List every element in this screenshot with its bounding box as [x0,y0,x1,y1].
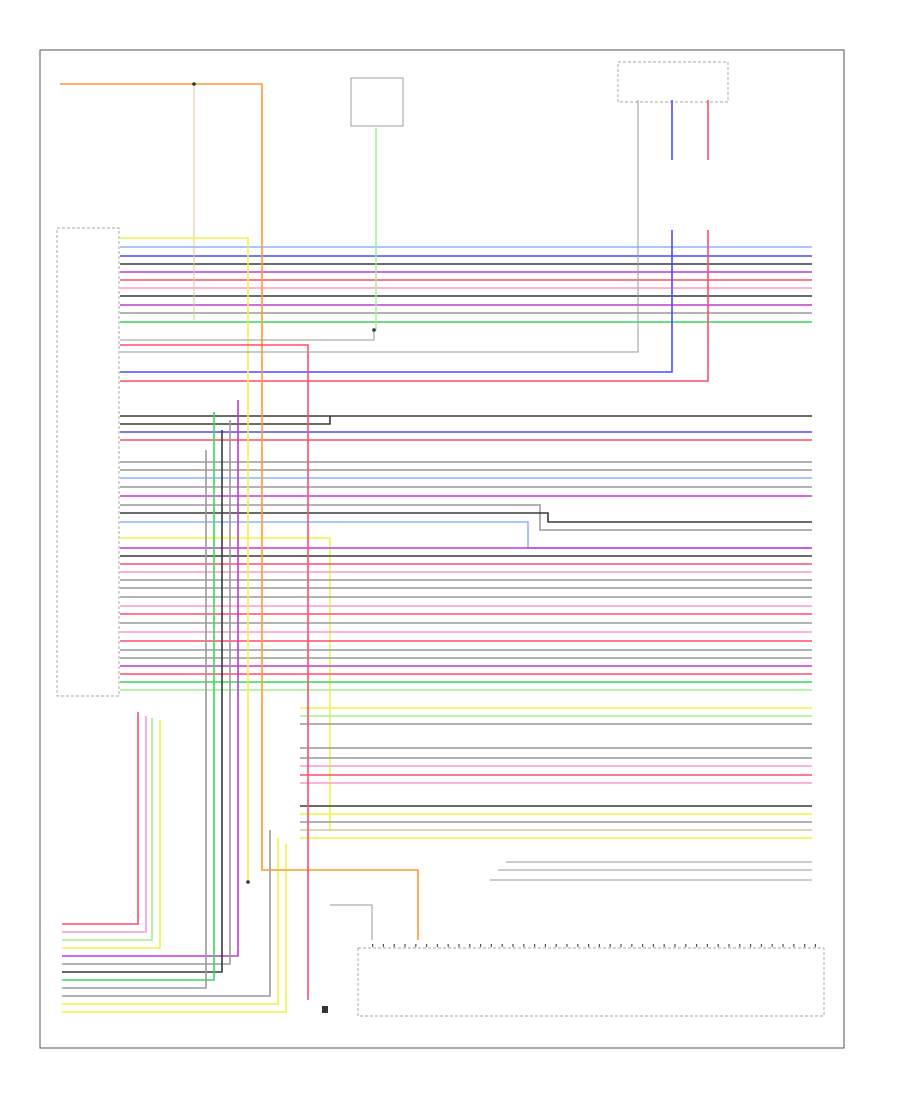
bottom-unit-pin [415,944,417,947]
bottom-unit-pin [447,944,449,947]
bottom-unit-pin [728,944,730,947]
bottom-unit-pin [544,944,546,947]
wire-orange-trunk [60,83,419,940]
wire-red-vertical [120,344,309,1000]
bottom-unit-pin [490,944,492,947]
bottom-unit-pin [782,944,784,947]
bottom-unit-pin [512,944,514,947]
wire-left-drop-1 [62,712,139,925]
bottom-unit-pin [598,944,600,947]
bottom-unit-pin [804,944,806,947]
wire-mid-row-15 [120,537,331,830]
bottom-unit-pin [631,944,633,947]
bottom-unit-pin [685,944,687,947]
wire-mid-row-14 [120,521,812,549]
bottom-unit-pin [534,944,536,947]
wire-left-drop-8 [62,412,215,981]
wire-left-drop-6 [62,420,231,965]
diagram-frame [39,49,845,1049]
bottom-unit-pin [706,944,708,947]
wire-left-drop-12 [62,844,287,1013]
bottom-unit-pin [436,944,438,947]
wire-left-drop-10 [62,830,271,997]
bottom-unit-pin [566,944,568,947]
bottom-unit-pin [426,944,428,947]
bottom-unit-pin [750,944,752,947]
bottom-unit-pin [577,944,579,947]
junction-dot-2 [372,328,376,332]
bottom-unit-pin [674,944,676,947]
wire-mid-row-2 [120,230,709,382]
wire-mid-row-1 [120,230,673,373]
wire-left-drop-4 [62,720,161,949]
top-right-unit [617,61,729,103]
bottom-unit-pin [382,944,384,947]
top-right-unit-box [617,61,729,103]
bottom-unit-pin [696,944,698,947]
bottom-unit-pin [717,944,719,947]
bottom-unit-pin [739,944,741,947]
wire-mid-row-12 [120,504,812,531]
junction-dot-3 [246,880,250,884]
wire-left-drop-2 [62,716,147,933]
bottom-unit-pin [642,944,644,947]
bottom-unit-pin [760,944,762,947]
wire-right-gray [120,100,639,353]
bottom-unit-pin [523,944,525,947]
bottom-unit-pin [501,944,503,947]
bottom-unit-pin [404,944,406,947]
bottom-unit-pin [458,944,460,947]
bottom-unit-pin [663,944,665,947]
wires [60,82,812,1013]
left-module [56,227,120,697]
ground-symbol [322,1006,328,1013]
top-switch-box [350,77,404,127]
wire-bottom-gray-4 [330,904,373,940]
wire-left-drop-7 [62,430,223,973]
bottom-right-unit-box [357,947,825,1017]
bottom-unit-pin [393,944,395,947]
bottom-unit-pin [771,944,773,947]
wire-mid-row-4 [120,416,331,425]
bottom-unit-pins [372,944,816,947]
wire-left-drop-3 [62,718,153,941]
bottom-unit-pin [814,944,816,947]
bottom-unit-pin [588,944,590,947]
bottom-unit-pin [793,944,795,947]
wire-left-drop-5 [62,400,239,957]
wire-left-drop-9 [62,450,207,989]
wire-switch-to-row [120,330,375,341]
wire-mid-row-13 [120,512,812,523]
bottom-unit-pin [480,944,482,947]
junction-dot-1 [192,82,196,86]
bottom-unit-pin [469,944,471,947]
bottom-unit-pin [372,944,374,947]
bottom-right-unit [357,944,825,1017]
bottom-unit-pin [555,944,557,947]
bottom-unit-pin [609,944,611,947]
bottom-unit-pin [652,944,654,947]
wire-left-drop-11 [62,838,279,1005]
left-module-box [56,227,120,697]
wire-yellow-vertical [120,237,249,880]
top-switch [350,77,404,127]
bottom-unit-pin [620,944,622,947]
